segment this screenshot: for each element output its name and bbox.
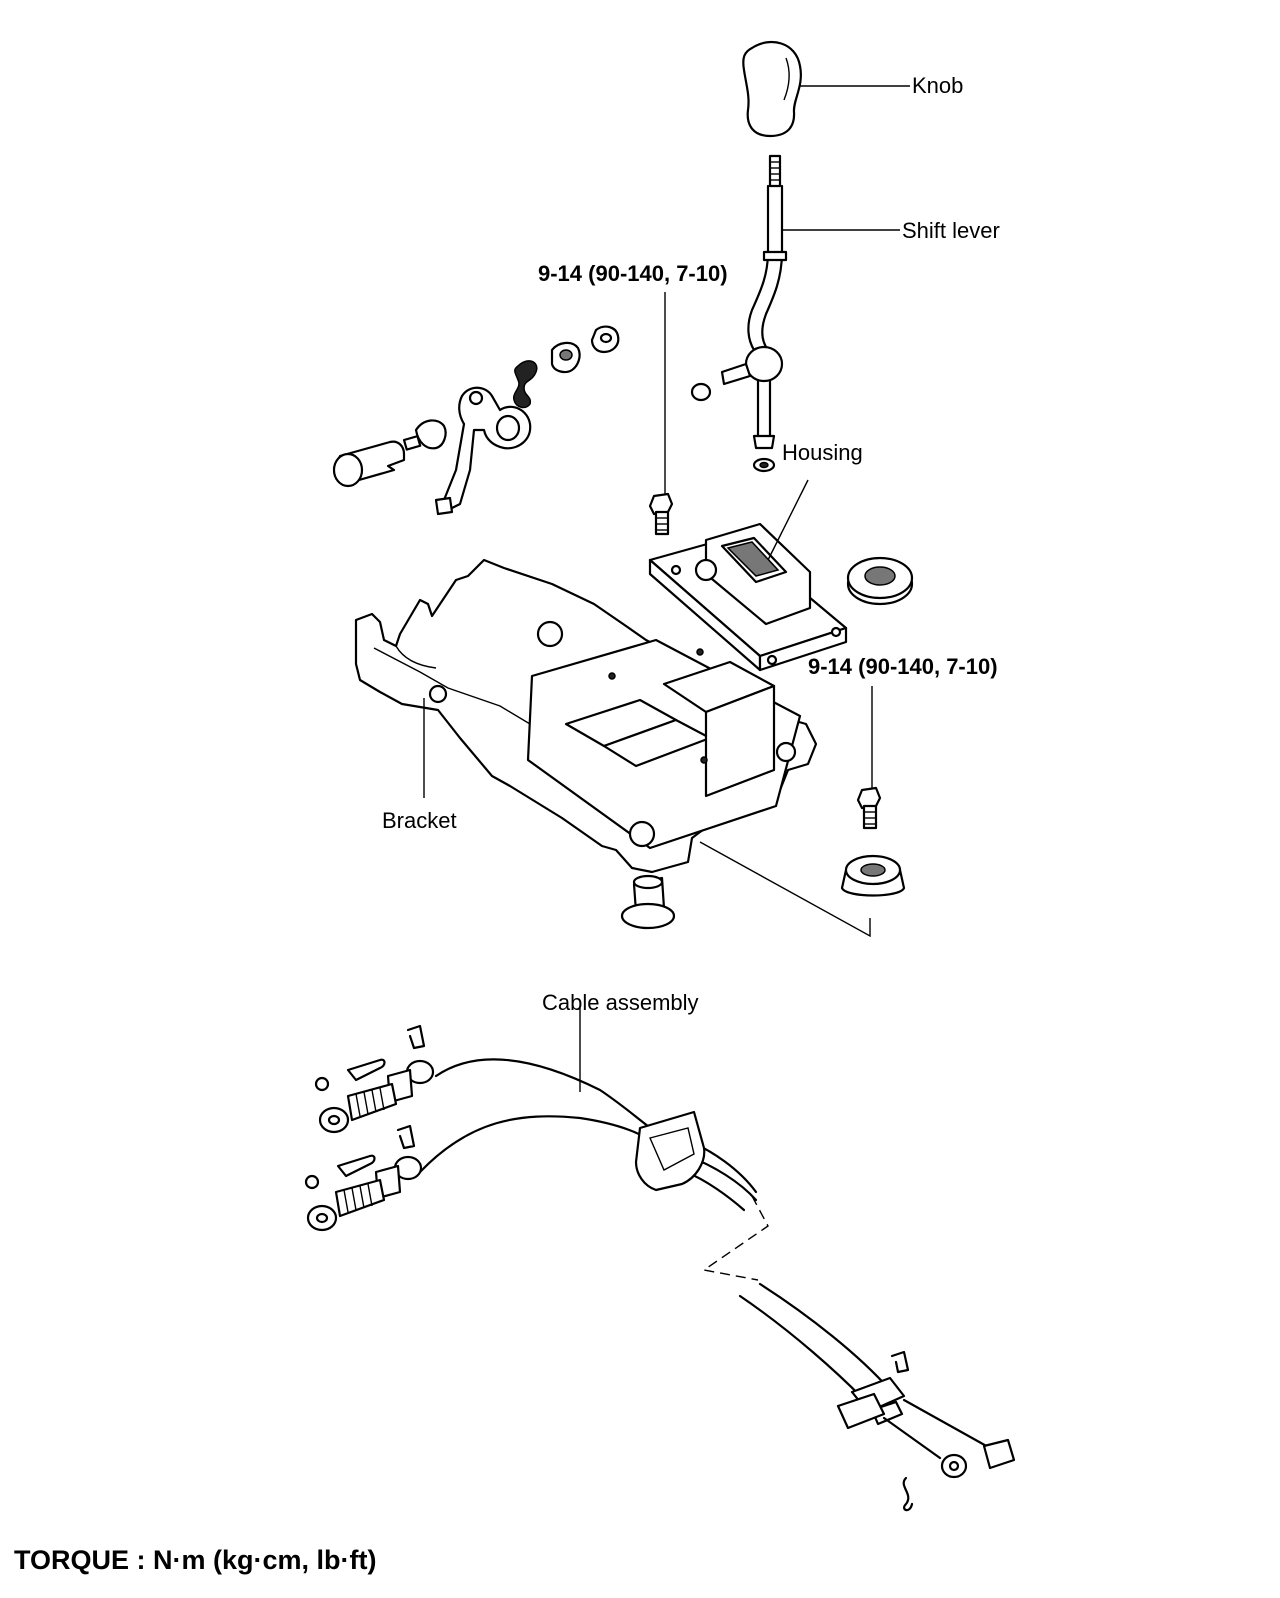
cable-assembly-part — [304, 1024, 1016, 1512]
cable-break-line — [702, 1195, 769, 1281]
bracket-to-grommet-leader — [699, 841, 871, 938]
label-torque-lower: 9-14 (90-140, 7-10) — [808, 654, 998, 679]
housing-leader — [767, 479, 809, 561]
knob-part — [742, 40, 802, 138]
label-shift-lever: Shift lever — [902, 218, 1000, 243]
shift-lever-part — [690, 154, 788, 473]
bracket-part — [354, 558, 818, 874]
housing-part — [648, 522, 848, 672]
lower-bolt — [856, 786, 882, 830]
pin-lower-left — [620, 874, 676, 930]
torque-units-footer: TORQUE : N·m (kg·cm, lb·ft) — [14, 1545, 377, 1575]
select-lever-cluster — [332, 325, 620, 516]
label-torque-upper: 9-14 (90-140, 7-10) — [538, 261, 728, 286]
label-cable-assembly: Cable assembly — [542, 990, 699, 1015]
bushing-upper — [846, 556, 914, 606]
label-housing: Housing — [782, 440, 863, 465]
label-knob: Knob — [912, 73, 964, 98]
grommet-lower-right — [840, 854, 906, 897]
label-bracket: Bracket — [382, 808, 457, 833]
upper-bolt — [648, 492, 674, 536]
